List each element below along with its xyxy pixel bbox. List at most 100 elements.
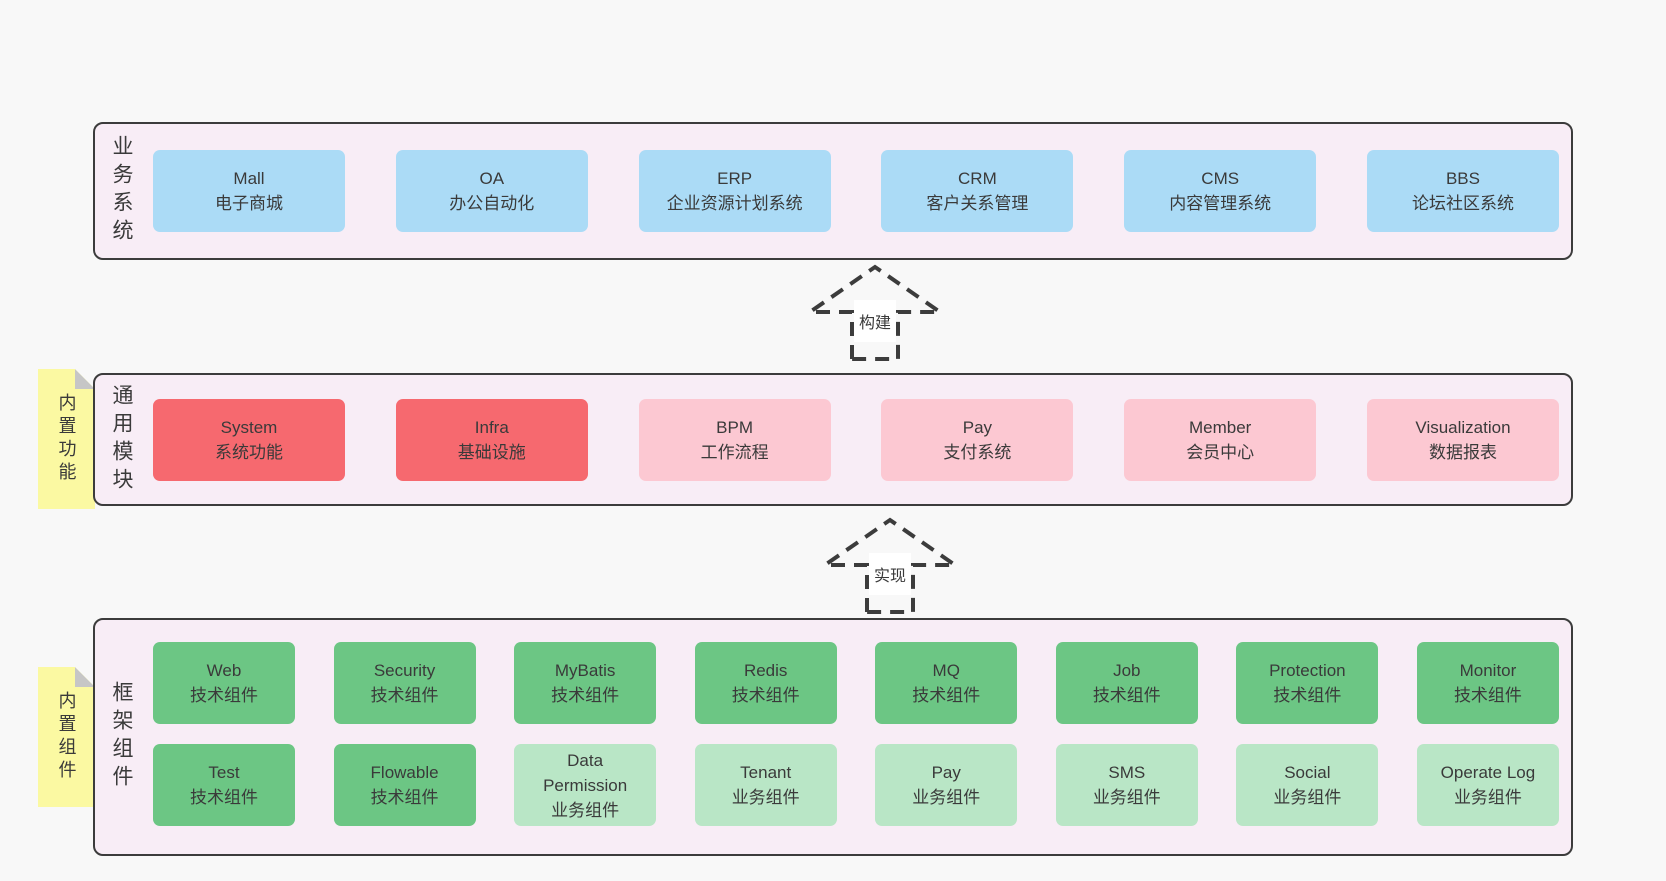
box-sms: SMS 业务组件: [1055, 744, 1198, 826]
implement-arrow: 实现: [823, 517, 957, 615]
components-row-2: Test 技术组件 Flowable 技术组件 Data Permission …: [153, 744, 1559, 826]
box-subtitle: 技术组件: [190, 788, 258, 807]
box-subtitle: 支付系统: [943, 442, 1012, 462]
box-crm: CRM 客户关系管理: [881, 150, 1074, 232]
box-subtitle: 客户关系管理: [926, 194, 1029, 213]
common-modules-band: 通用模块 System 系统功能 Infra 基础设施 BPM 工作流程 Pay…: [93, 373, 1573, 506]
box-security: Security 技术组件: [333, 642, 476, 724]
box-subtitle: 技术组件: [1273, 686, 1342, 705]
box-test: Test 技术组件: [153, 744, 295, 826]
box-title: Monitor: [1459, 661, 1517, 680]
box-subtitle: 内容管理系统: [1169, 194, 1272, 213]
box-tenant: Tenant 业务组件: [694, 744, 837, 826]
build-arrow: 构建: [808, 264, 942, 362]
box-erp: ERP 企业资源计划系统: [638, 150, 831, 232]
box-title: Tenant: [740, 763, 792, 782]
box-infra: Infra 基础设施: [395, 398, 588, 481]
box-title: Mall: [233, 169, 265, 188]
business-systems-band: 业务系统 Mall 电子商城 OA 办公自动化 ERP 企业资源计划系统 CRM…: [93, 122, 1573, 260]
built-in-features-note: 内置功能: [38, 369, 95, 509]
box-title: Social: [1284, 763, 1331, 782]
box-subtitle: 技术组件: [551, 686, 620, 705]
box-bbs: BBS 论坛社区系统: [1366, 150, 1559, 232]
framework-components-items: Web 技术组件 Security 技术组件 MyBatis 技术组件 Redi…: [153, 642, 1559, 826]
box-title: Operate Log: [1440, 763, 1536, 782]
box-pay-module: Pay 支付系统: [881, 398, 1074, 481]
box-subtitle: 业务组件: [912, 788, 981, 807]
box-system: System 系统功能: [153, 398, 345, 481]
box-subtitle: 数据报表: [1428, 442, 1497, 462]
box-subtitle: 企业资源计划系统: [666, 194, 803, 213]
box-social: Social 业务组件: [1236, 744, 1379, 826]
box-title: BPM: [716, 417, 754, 437]
box-title: CMS: [1201, 169, 1240, 188]
box-subtitle: 办公自动化: [449, 194, 535, 213]
box-title: Security: [373, 661, 436, 680]
box-subtitle: 技术组件: [190, 686, 258, 705]
box-title: ERP: [717, 169, 753, 188]
box-title: CRM: [958, 169, 997, 188]
box-subtitle: 系统功能: [215, 442, 283, 462]
box-subtitle: 工作流程: [700, 442, 769, 462]
box-subtitle: 业务组件: [551, 800, 620, 820]
box-subtitle: 论坛社区系统: [1411, 194, 1514, 213]
box-title: Redis: [743, 661, 788, 680]
box-subtitle: 技术组件: [1092, 686, 1161, 705]
box-title: Test: [208, 763, 240, 782]
box-title: OA: [479, 169, 505, 188]
box-title: Protection: [1269, 661, 1346, 680]
dashed-up-arrow-icon: [808, 264, 942, 361]
components-row-1: Web 技术组件 Security 技术组件 MyBatis 技术组件 Redi…: [153, 642, 1559, 724]
business-systems-items: Mall 电子商城 OA 办公自动化 ERP 企业资源计划系统 CRM 客户关系…: [153, 124, 1559, 258]
common-modules-items: System 系统功能 Infra 基础设施 BPM 工作流程 Pay 支付系统…: [153, 375, 1559, 504]
band-label-modules: 通用模块: [110, 383, 133, 496]
box-flowable: Flowable 技术组件: [333, 744, 476, 826]
box-pay-component: Pay 业务组件: [875, 744, 1018, 826]
box-subtitle: 基础设施: [457, 442, 526, 462]
note-fold-icon: [75, 667, 95, 687]
box-title: SMS: [1108, 763, 1146, 782]
box-redis: Redis 技术组件: [694, 642, 837, 724]
box-title: System: [220, 417, 278, 437]
box-title: Infra: [474, 417, 509, 437]
box-cms: CMS 内容管理系统: [1124, 150, 1317, 232]
box-web: Web 技术组件: [153, 642, 295, 724]
box-subtitle: 技术组件: [912, 686, 981, 705]
box-title: MQ: [932, 661, 960, 680]
box-operate-log: Operate Log 业务组件: [1416, 744, 1559, 826]
note-text: 内置组件: [56, 691, 77, 783]
box-data-permission: Data Permission 业务组件: [514, 744, 657, 826]
box-title: Member: [1189, 417, 1252, 437]
box-subtitle: 技术组件: [370, 686, 439, 705]
build-arrow-label: 构建: [853, 299, 897, 342]
band-label-components: 框架组件: [110, 681, 133, 793]
box-title: Pay: [931, 763, 961, 782]
box-title: Web: [206, 661, 242, 680]
band-label-business: 业务系统: [110, 135, 133, 247]
box-subtitle: 技术组件: [731, 686, 800, 705]
box-job: Job 技术组件: [1055, 642, 1198, 724]
box-mq: MQ 技术组件: [875, 642, 1018, 724]
note-fold-icon: [75, 369, 95, 389]
box-subtitle: 业务组件: [731, 788, 800, 807]
note-text: 内置功能: [56, 393, 77, 485]
framework-components-band: 框架组件 Web 技术组件 Security 技术组件 MyBatis 技术组件…: [93, 618, 1573, 856]
box-subtitle: 电子商城: [215, 194, 283, 213]
built-in-components-note: 内置组件: [38, 667, 95, 807]
implement-arrow-label: 实现: [868, 552, 912, 595]
box-subtitle: 业务组件: [1092, 788, 1161, 807]
box-subtitle: 业务组件: [1453, 788, 1522, 807]
box-subtitle: 业务组件: [1273, 788, 1342, 807]
box-title: Job: [1113, 661, 1141, 680]
box-title: MyBatis: [554, 661, 616, 680]
box-mall: Mall 电子商城: [153, 150, 345, 232]
box-title: Pay: [962, 417, 993, 437]
box-oa: OA 办公自动化: [395, 150, 588, 232]
dashed-up-arrow-icon: [823, 517, 957, 614]
box-title: BBS: [1445, 169, 1480, 188]
box-protection: Protection 技术组件: [1236, 642, 1379, 724]
box-title: Data Permission: [543, 750, 628, 795]
box-mybatis: MyBatis 技术组件: [514, 642, 657, 724]
box-member: Member 会员中心: [1124, 398, 1317, 481]
box-bpm: BPM 工作流程: [638, 398, 831, 481]
